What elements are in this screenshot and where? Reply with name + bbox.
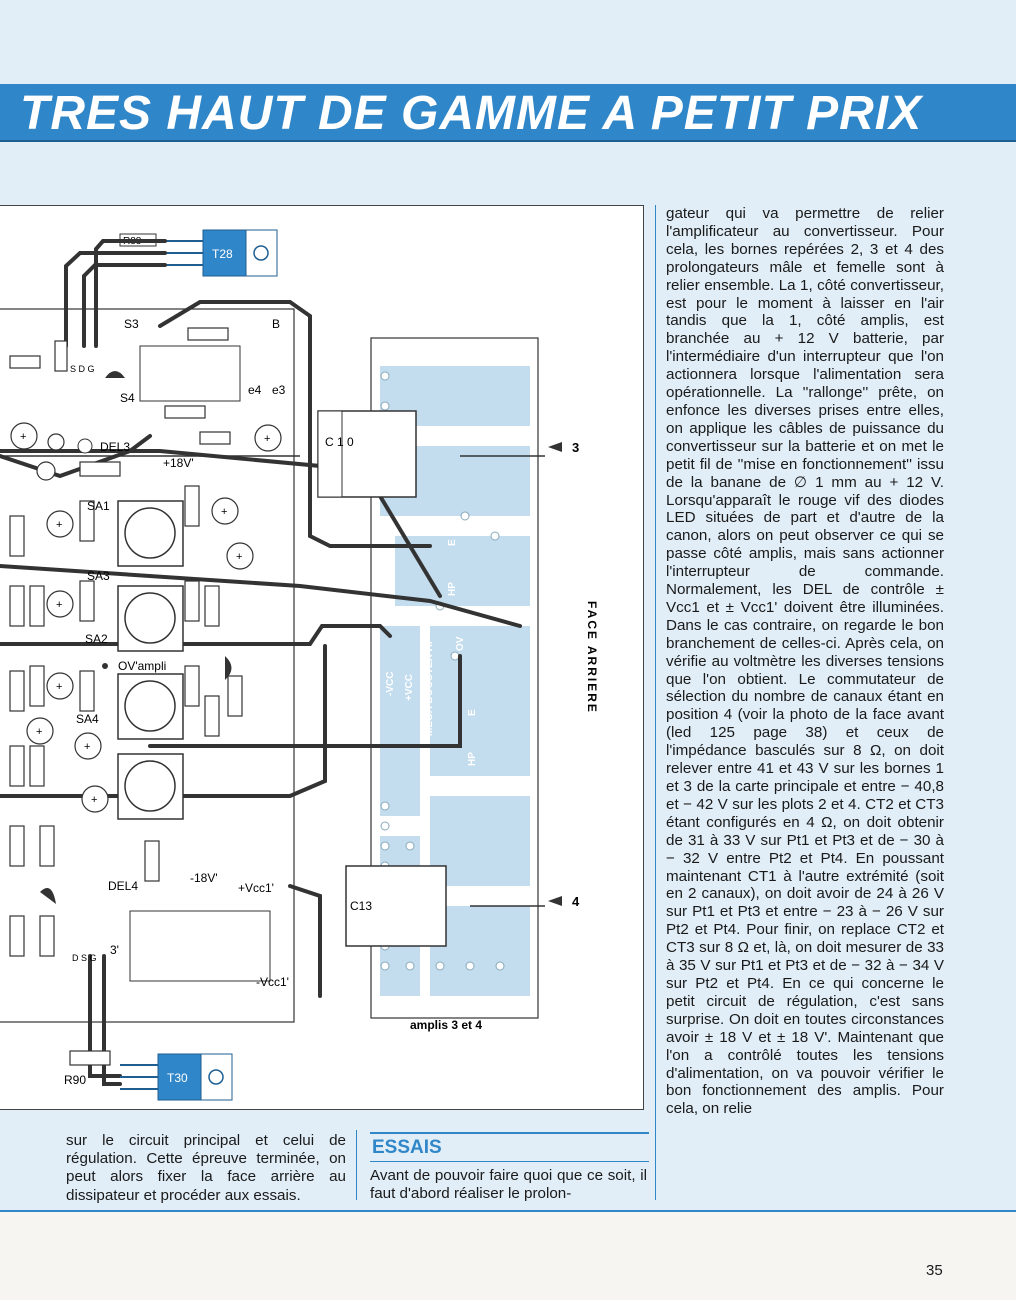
minus18v-label: -18V' bbox=[190, 871, 218, 885]
r90-label: R90 bbox=[64, 1073, 86, 1087]
svg-text:+: + bbox=[236, 551, 242, 563]
t30-label: T30 bbox=[167, 1071, 188, 1085]
sa1-label: SA1 bbox=[87, 499, 110, 513]
diagram-caption: amplis 3 et 4 bbox=[410, 1018, 482, 1032]
svg-text:+: + bbox=[56, 681, 62, 693]
page-number: 35 bbox=[926, 1262, 943, 1279]
sa3-label: SA3 bbox=[87, 569, 110, 583]
wiring-diagram-svg: -VCC +VCC MEGA BOOSTER HP OV E HP E HP T… bbox=[0, 229, 599, 1101]
article-text-right-column: gateur qui va permettre de relier l'ampl… bbox=[666, 205, 944, 1118]
plus18v-label: +18V' bbox=[163, 456, 194, 470]
pcb-label-hp1: HP bbox=[447, 582, 458, 596]
three-prime-label: 3' bbox=[110, 943, 119, 957]
pcb-label-e1: E bbox=[447, 539, 458, 546]
b-label: B bbox=[272, 317, 280, 331]
column-rule-bottom bbox=[356, 1130, 357, 1200]
c10-label: C 1 0 bbox=[325, 435, 354, 449]
svg-text:+: + bbox=[20, 431, 26, 443]
svg-text:+: + bbox=[56, 599, 62, 611]
bottom-rule bbox=[0, 1210, 1016, 1212]
pcb-label-mega-booster: MEGA BOOSTER HP bbox=[424, 637, 435, 736]
e3-label: e3 bbox=[272, 383, 286, 397]
wiring-diagram: -VCC +VCC MEGA BOOSTER HP OV E HP E HP T… bbox=[0, 205, 644, 1110]
pcb-label-hp2: HP bbox=[467, 752, 478, 766]
svg-text:+: + bbox=[91, 794, 97, 806]
s3-label: S3 bbox=[124, 317, 139, 331]
sa2-label: SA2 bbox=[85, 632, 108, 646]
del4-label: DEL4 bbox=[108, 879, 138, 893]
pcb-label-e2: E bbox=[467, 709, 478, 716]
arrow-4-label: 4 bbox=[572, 894, 580, 909]
page-title: TRES HAUT DE GAMME A PETIT PRIX bbox=[20, 87, 923, 140]
s4-label: S4 bbox=[120, 391, 135, 405]
t28-label: T28 bbox=[212, 247, 233, 261]
sa4-label: SA4 bbox=[76, 712, 99, 726]
sdg-top-label: S D G bbox=[70, 364, 95, 374]
dsg-bottom-label: D S G bbox=[72, 953, 97, 963]
pcb-label-plus-vcc: +VCC bbox=[404, 674, 415, 701]
minus-vcc1-label: -Vcc1' bbox=[256, 975, 289, 989]
svg-text:+: + bbox=[84, 741, 90, 753]
c13-label: C13 bbox=[350, 899, 372, 913]
side-label-face-arriere: FACE ARRIERE bbox=[585, 601, 599, 714]
plus-vcc1-label: +Vcc1' bbox=[238, 881, 274, 895]
pcb-label-ov: OV bbox=[455, 636, 466, 651]
column-rule bbox=[655, 205, 656, 1200]
ovampli-label: OV'ampli bbox=[118, 659, 166, 673]
e4-label: e4 bbox=[248, 383, 262, 397]
del3-label: DEL3 bbox=[100, 440, 130, 454]
svg-text:+: + bbox=[264, 433, 270, 445]
section-heading-essais: ESSAIS bbox=[370, 1132, 649, 1162]
svg-text:+: + bbox=[36, 726, 42, 738]
svg-text:+: + bbox=[221, 506, 227, 518]
article-text-bottom-mid: Avant de pouvoir faire quoi que ce soit,… bbox=[370, 1167, 647, 1203]
article-text-bottom-left: sur le circuit principal et celui de rég… bbox=[66, 1132, 346, 1204]
title-bar bbox=[0, 84, 1016, 142]
svg-text:+: + bbox=[56, 519, 62, 531]
arrow-3-label: 3 bbox=[572, 440, 579, 455]
pcb-label-minus-vcc: -VCC bbox=[385, 672, 396, 696]
